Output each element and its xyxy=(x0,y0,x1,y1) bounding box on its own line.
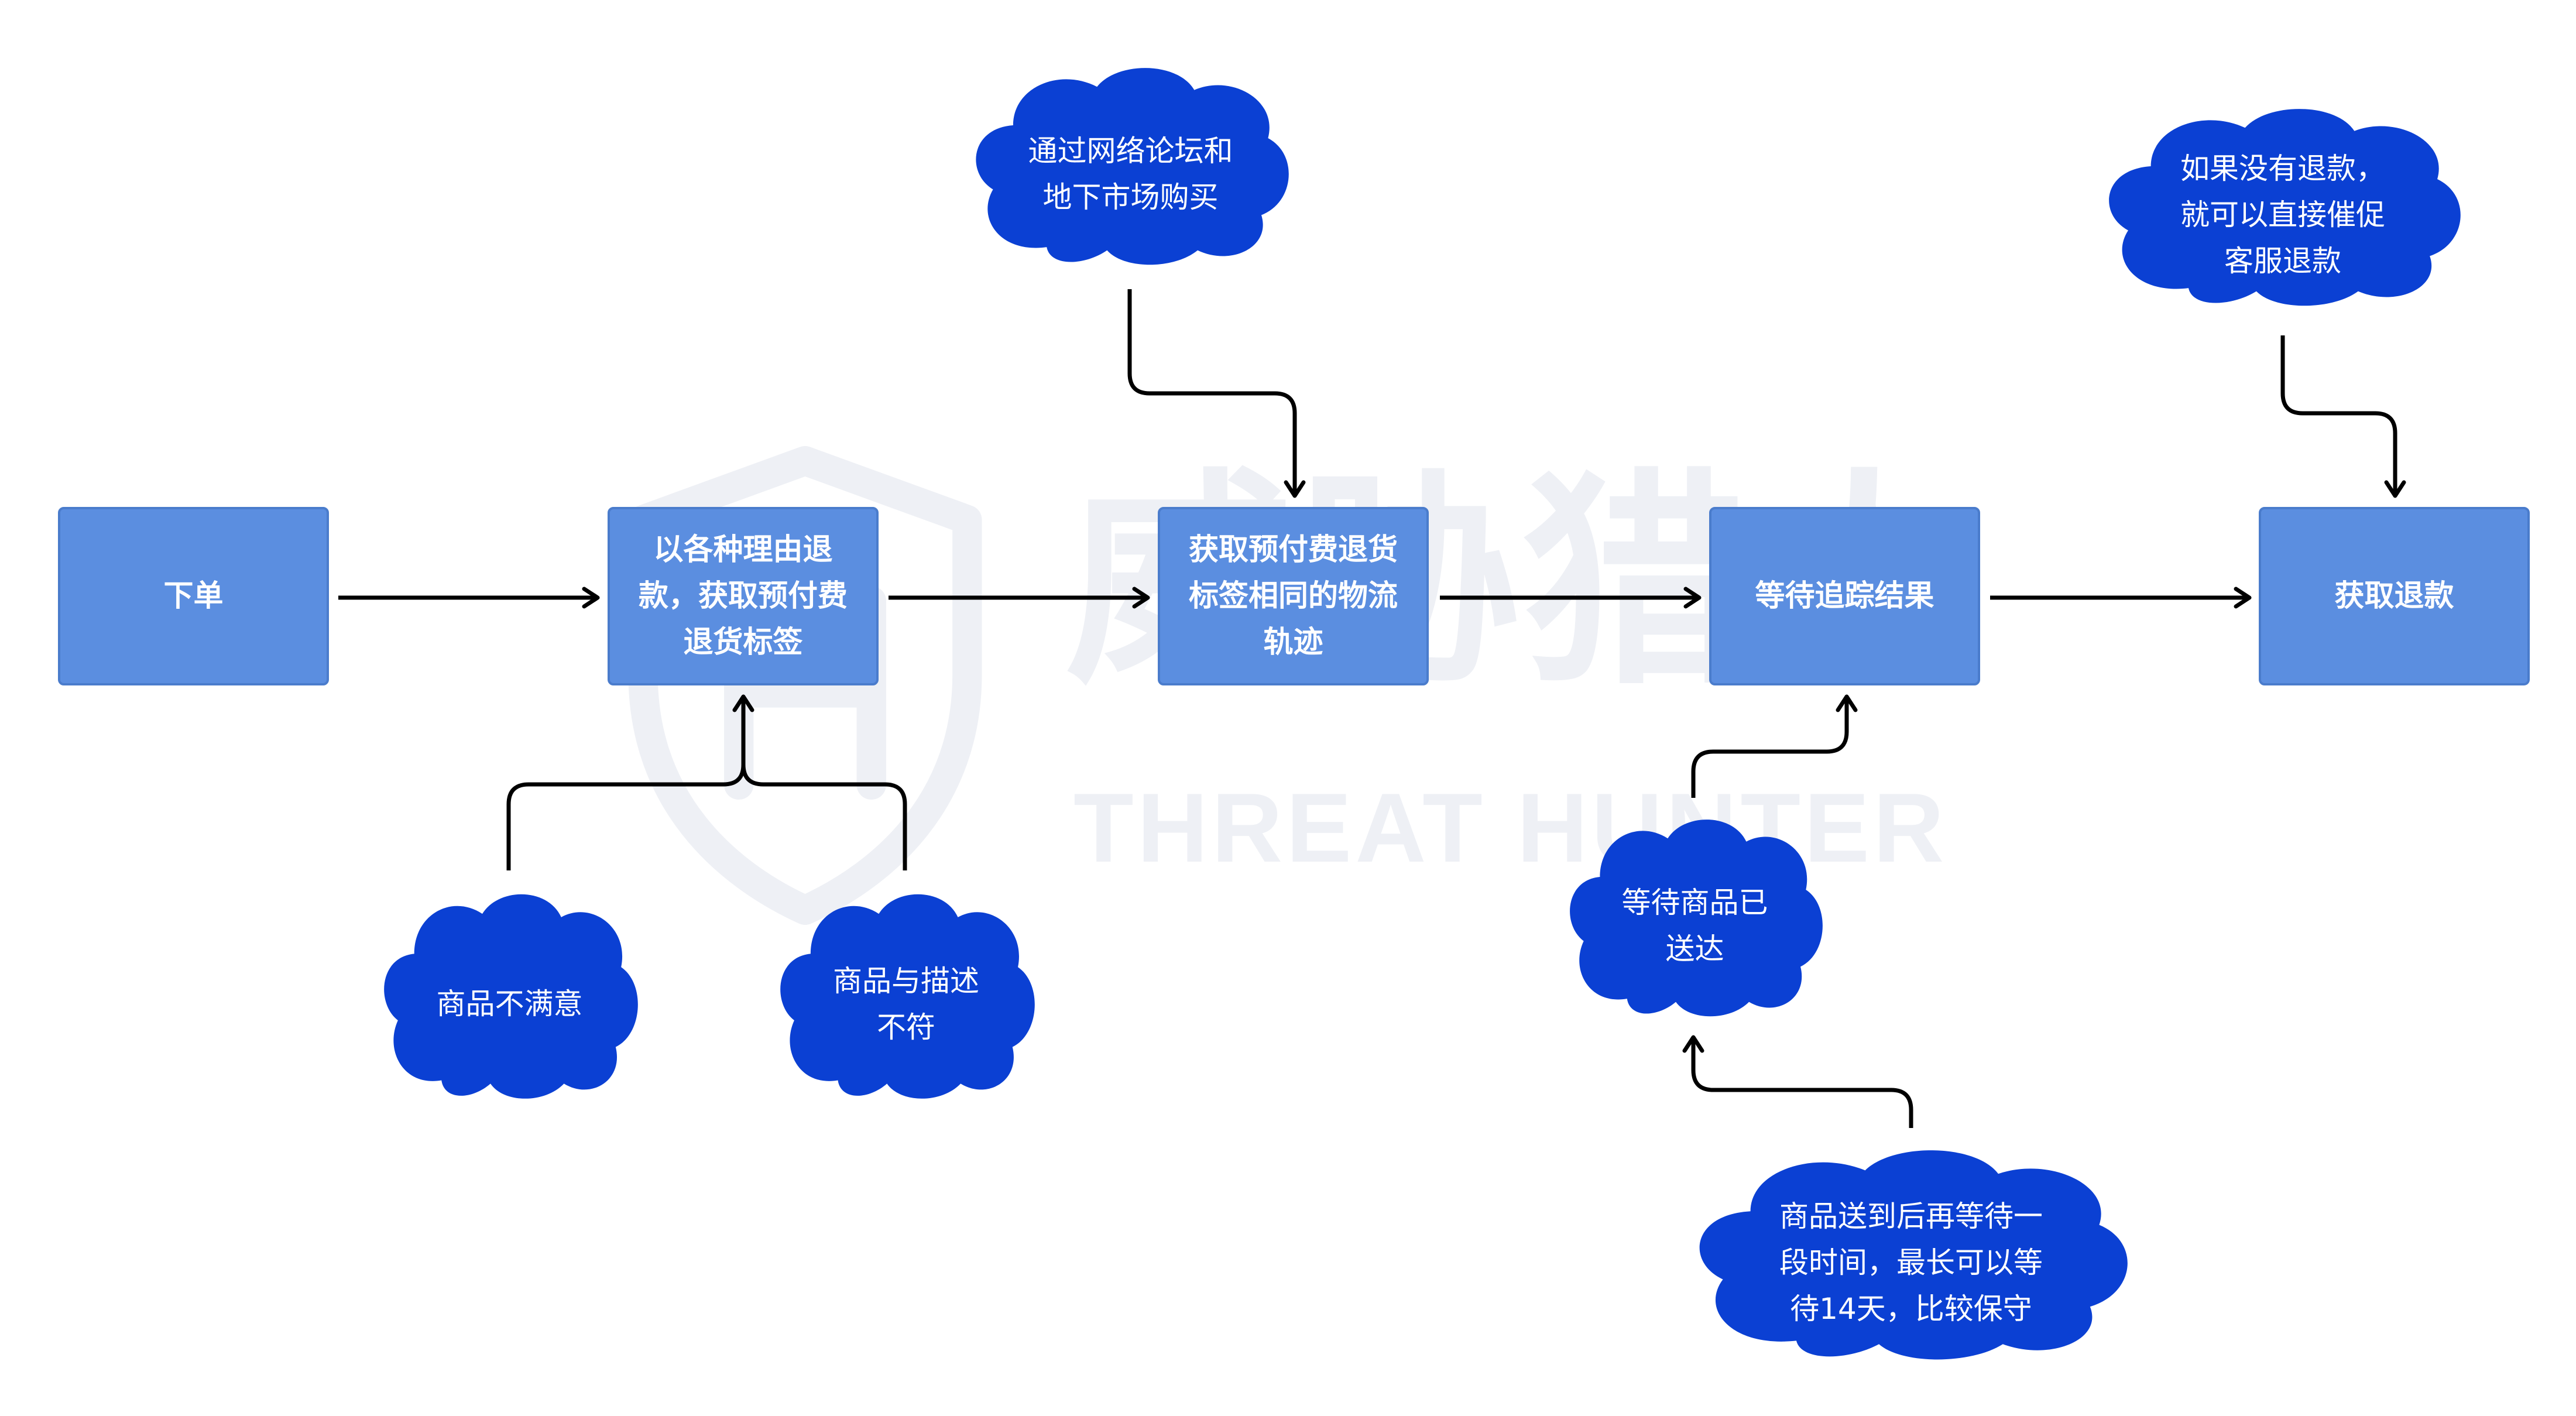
note-line: 段时间，最长可以等 xyxy=(1779,1245,2043,1280)
note-line: 不符 xyxy=(877,1010,935,1044)
note-wait-up-to-14-days: 商品送到后再等待一 段时间，最长可以等 待14天，比较保守 xyxy=(1682,1140,2141,1368)
note-text: 商品送到后再等待一 段时间，最长可以等 待14天，比较保守 xyxy=(1682,1140,2141,1368)
step-label-line: 获取退款 xyxy=(2334,579,2454,613)
shield-outline xyxy=(628,446,982,925)
arrow-forum-note-to-tracking xyxy=(1127,289,1306,498)
cloud-shape xyxy=(1570,820,1823,1017)
note-unsatisfied: 商品不满意 xyxy=(373,884,646,1107)
note-wait-delivery: 等待商品已 送达 xyxy=(1559,810,1830,1024)
cloud-shape xyxy=(2109,109,2461,306)
step-request-refund-get-label: 以各种理由退 款，获取预付费 退货标签 xyxy=(608,507,879,685)
step-get-refund: 获取退款 xyxy=(2259,507,2530,685)
step-label-line: 获取预付费退货 xyxy=(1188,533,1398,567)
arrow-urge-note-to-get-refund xyxy=(2280,335,2406,498)
arrow-unsatisfied-note-to-refund-request xyxy=(506,694,754,870)
arrow-delivered-note-to-wait-result xyxy=(1691,694,1858,798)
note-text: 通过网络论坛和 地下市场购买 xyxy=(963,58,1298,273)
note-line: 如果没有退款， xyxy=(2180,152,2385,186)
note-line: 商品与描述 xyxy=(833,964,979,998)
step-label-line: 标签相同的物流 xyxy=(1188,579,1398,613)
note-line: 通过网络论坛和 xyxy=(1028,133,1233,168)
note-line: 等待商品已 xyxy=(1621,885,1768,920)
cloud-shape xyxy=(1699,1150,2128,1360)
note-text: 等待商品已 送达 xyxy=(1559,810,1830,1024)
step-place-order: 下单 xyxy=(58,507,329,685)
note-line: 就可以直接催促 xyxy=(2180,198,2385,232)
step-get-matching-tracking: 获取预付费退货 标签相同的物流 轨迹 xyxy=(1158,507,1429,685)
note-text: 商品与描述 不符 xyxy=(770,884,1042,1107)
cloud-shape xyxy=(976,68,1289,265)
note-line: 待14天，比较保守 xyxy=(1790,1291,2032,1326)
line-mismatch-note-to-refund-request xyxy=(741,764,907,870)
note-urge-customer-service: 如果没有退款， 就可以直接催促 客服退款 xyxy=(2094,99,2471,314)
step-label-line: 等待追踪结果 xyxy=(1755,579,1934,613)
note-forum-purchase: 通过网络论坛和 地下市场购买 xyxy=(963,58,1298,273)
step-label-line: 轨迹 xyxy=(1263,625,1323,660)
cloud-shape xyxy=(780,894,1035,1099)
note-line: 送达 xyxy=(1665,931,1724,966)
cloud-shape xyxy=(384,894,638,1099)
note-text: 如果没有退款， 就可以直接催促 客服退款 xyxy=(2094,99,2471,314)
arrow-wait-14-days-note-to-delivered-note xyxy=(1682,1035,1913,1128)
note-line: 商品不满意 xyxy=(436,987,583,1021)
note-text: 商品不满意 xyxy=(373,884,646,1107)
note-line: 客服退款 xyxy=(2224,244,2341,278)
step-label-line: 以各种理由退 xyxy=(653,533,833,567)
step-label-line: 下单 xyxy=(163,579,224,613)
step-label-line: 退货标签 xyxy=(683,625,803,660)
note-line: 地下市场购买 xyxy=(1042,180,1219,214)
note-line: 商品送到后再等待一 xyxy=(1779,1199,2043,1233)
step-wait-tracking-result: 等待追踪结果 xyxy=(1709,507,1980,685)
note-description-mismatch: 商品与描述 不符 xyxy=(770,884,1042,1107)
step-label-line: 款，获取预付费 xyxy=(638,579,848,613)
